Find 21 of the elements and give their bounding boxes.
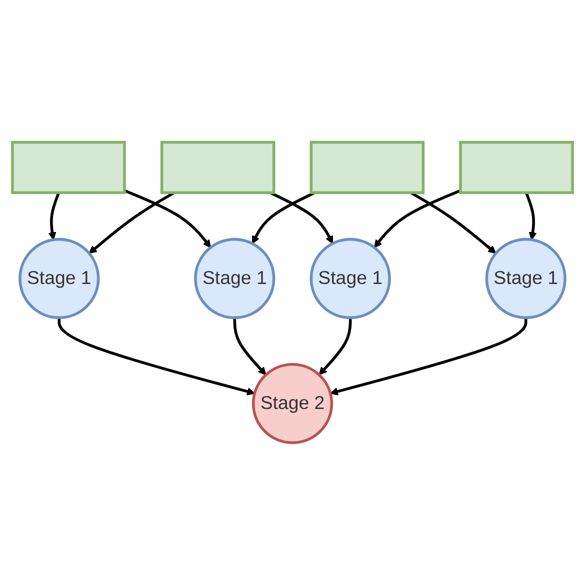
- arrow: [233, 318, 266, 376]
- arrow: [48, 192, 60, 240]
- node-box: [459, 140, 574, 194]
- arrow: [330, 318, 528, 396]
- arrow: [88, 191, 175, 254]
- arrow: [318, 318, 352, 376]
- arrow: [124, 189, 211, 248]
- arrow: [410, 191, 496, 254]
- arrow: [524, 192, 537, 240]
- node-box: [160, 140, 276, 194]
- node-box: [11, 140, 126, 194]
- arrow: [374, 189, 462, 248]
- arrow: [270, 191, 333, 244]
- arrow: [58, 318, 256, 396]
- node-circle: Stage 2: [252, 362, 334, 444]
- node-circle: Stage 1: [194, 238, 276, 320]
- node-box: [310, 140, 425, 194]
- arrow: [252, 191, 316, 244]
- node-circle: Stage 1: [310, 238, 391, 320]
- node-circle: Stage 1: [18, 238, 100, 320]
- node-circle: Stage 1: [485, 238, 566, 320]
